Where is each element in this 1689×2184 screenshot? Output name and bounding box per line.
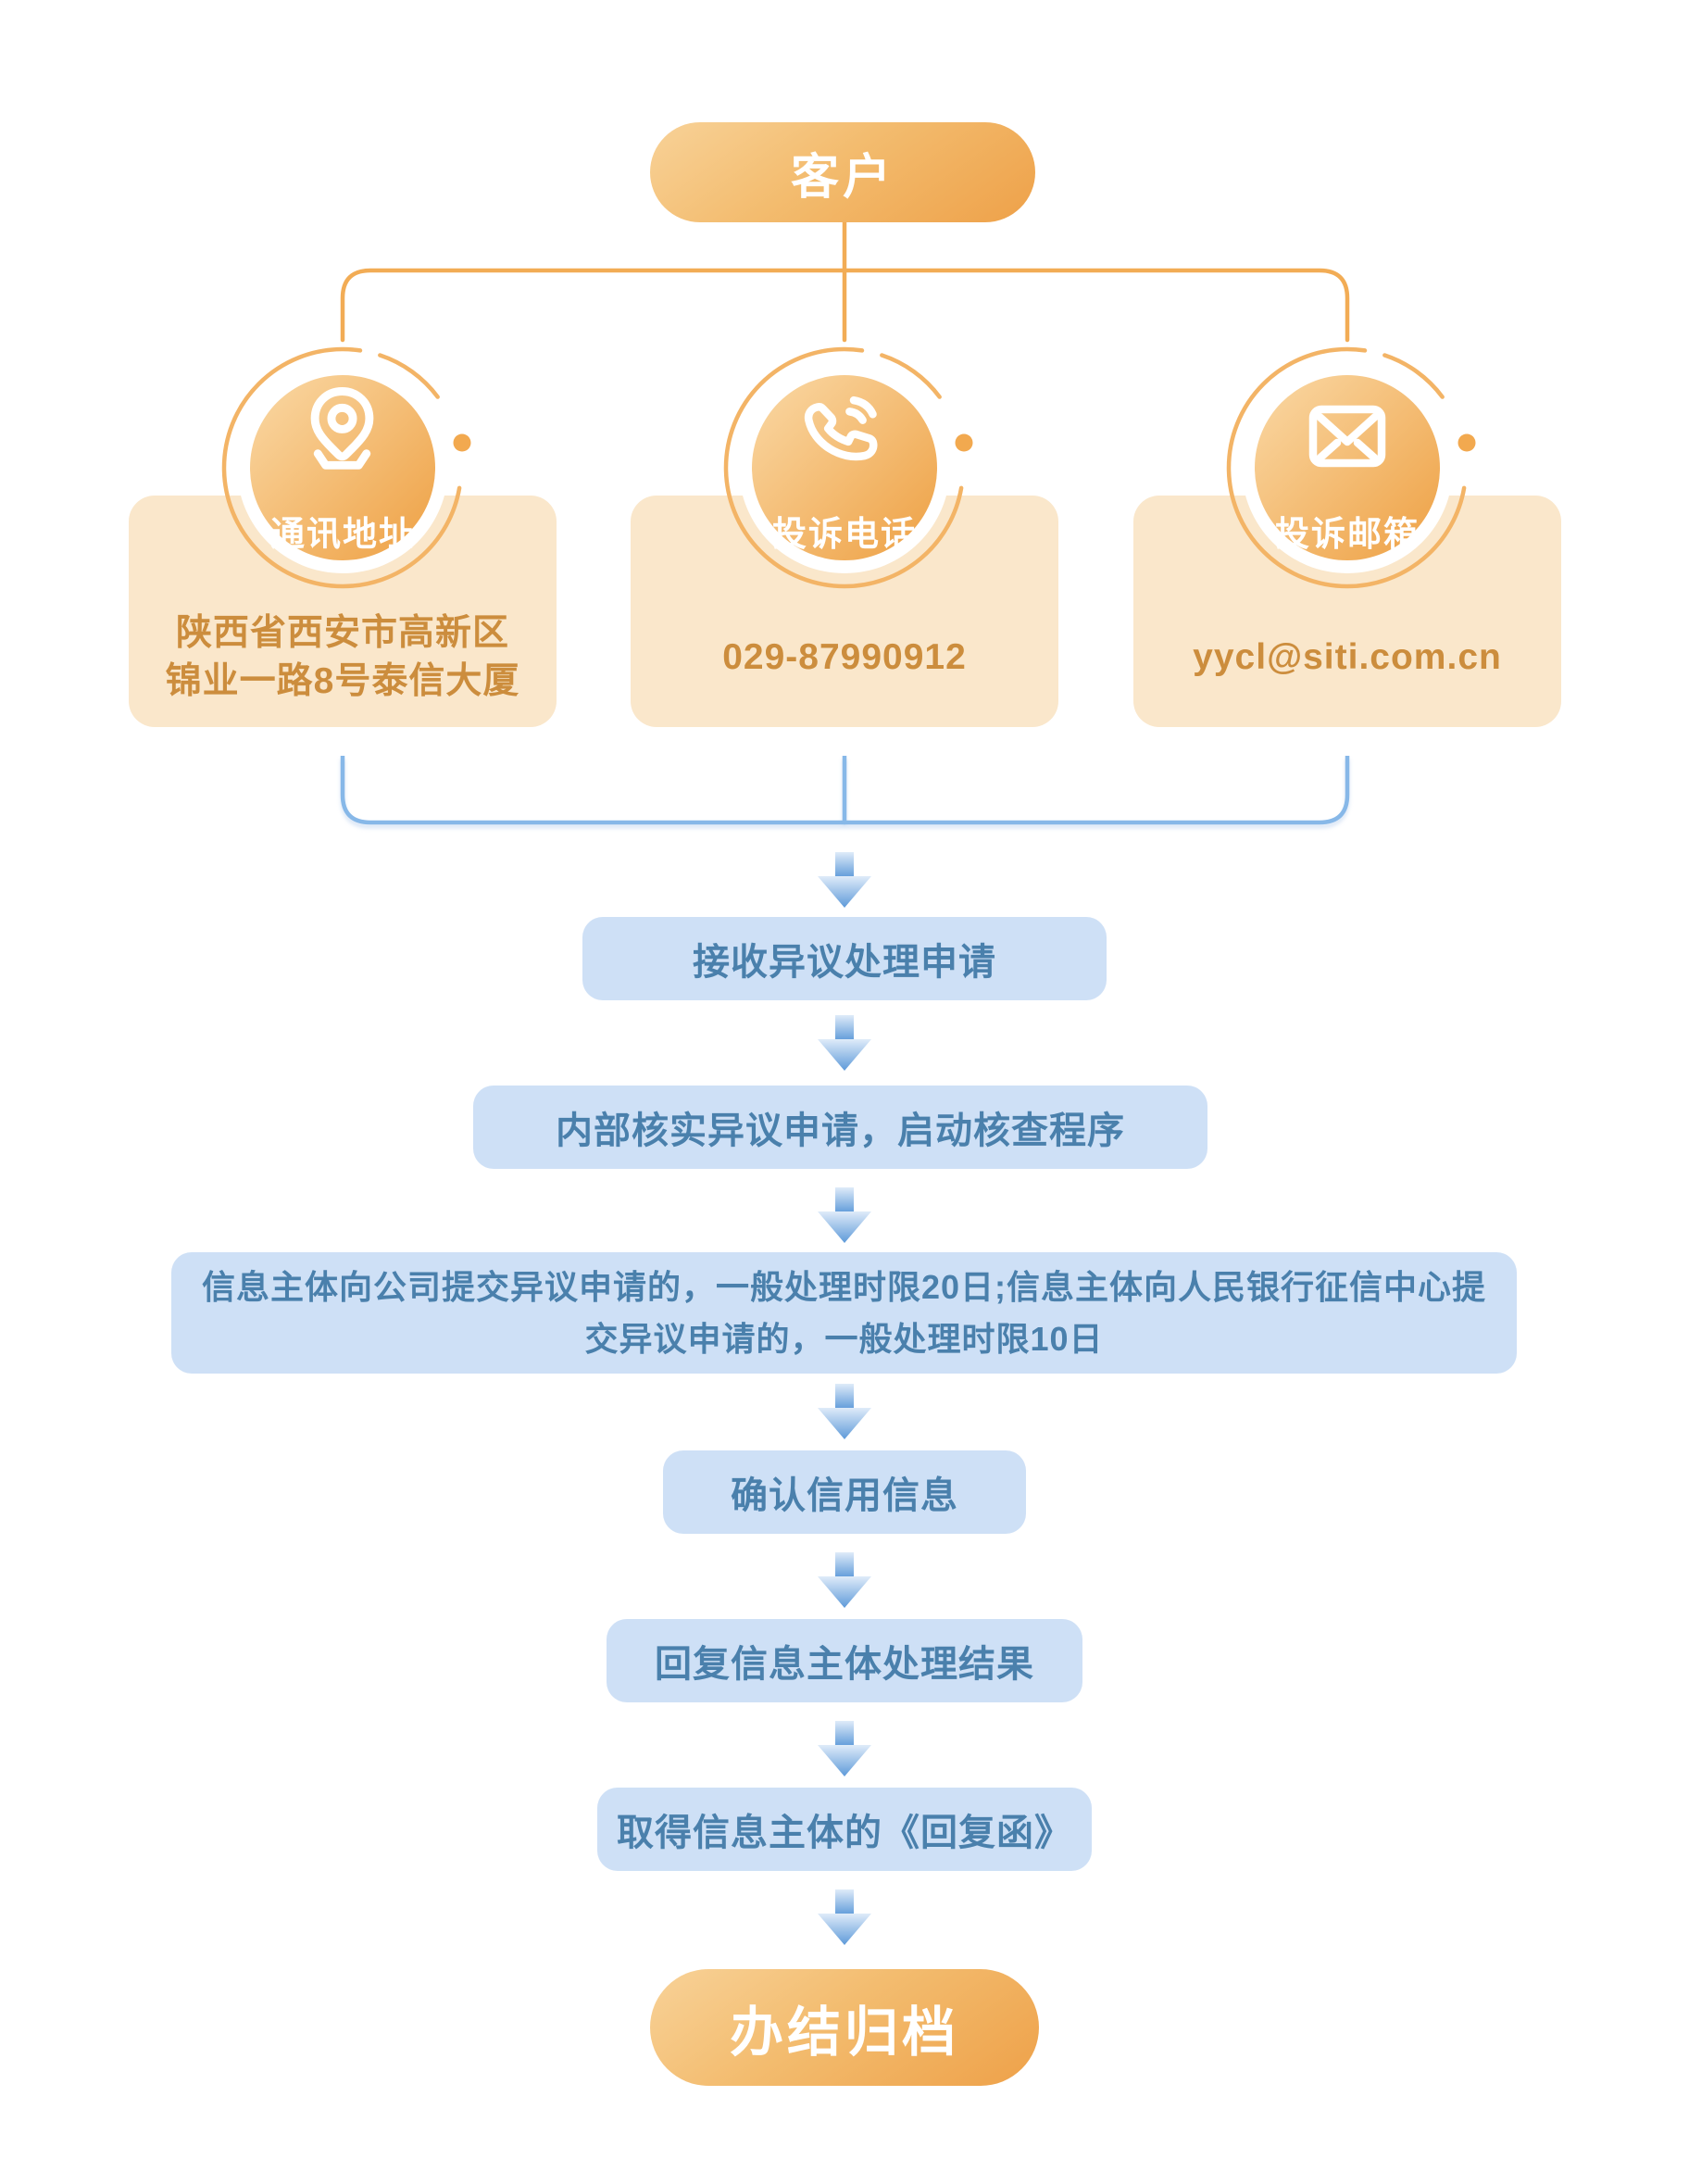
down-arrow-icon: [818, 1552, 871, 1608]
mail-icon: [1308, 405, 1386, 468]
address-line-1: 陕西省西安市高新区: [175, 613, 509, 653]
down-arrow-icon: [818, 1384, 871, 1439]
address-line-2: 锦业一路8号泰信大厦: [165, 661, 520, 701]
channel-label-phone: 投诉电话: [772, 515, 917, 553]
start-node-customer: 客户: [650, 122, 1035, 222]
step-confirm-credit-info: 确认信用信息: [663, 1450, 1026, 1534]
step-label: 接收异议处理申请: [693, 942, 996, 983]
end-node-label: 办结归档: [729, 2002, 959, 2063]
down-arrow-icon: [818, 1889, 871, 1945]
channel-label-address: 通讯地址: [270, 515, 415, 553]
end-node-archive: 办结归档: [650, 1969, 1039, 2086]
email-address: yycl@siti.com.cn: [1193, 637, 1502, 677]
down-arrow-icon: [818, 1187, 871, 1243]
down-arrow-icon: [818, 1015, 871, 1071]
phone-value: 029-87990912: [631, 593, 1058, 722]
start-node-label: 客户: [790, 150, 895, 205]
branch-connector-bottom: [340, 756, 1350, 825]
step-reply-result: 回复信息主体处理结果: [607, 1619, 1082, 1702]
orbit-dot: [453, 433, 471, 452]
orbit-dot: [1458, 433, 1476, 452]
phone-icon: [804, 395, 878, 461]
step-internal-verification: 内部核实异议申请，启动核查程序: [473, 1086, 1207, 1169]
phone-number: 029-87990912: [722, 637, 967, 677]
address-value: 陕西省西安市高新区 锦业一路8号泰信大厦: [129, 593, 557, 722]
down-arrow-icon: [818, 1721, 871, 1776]
step-label: 取得信息主体的《回复函》: [617, 1813, 1072, 1853]
channel-circle-email: [1226, 346, 1476, 589]
email-value: yycl@siti.com.cn: [1133, 593, 1561, 722]
orbit-dot: [955, 433, 973, 452]
step-label: 确认信用信息: [731, 1475, 958, 1516]
step-label: 信息主体向公司提交异议申请的，一般处理时限20日;信息主体向人民银行征信中心提交…: [201, 1267, 1487, 1358]
channel-circle-address: [221, 346, 471, 589]
step-label: 内部核实异议申请，启动核查程序: [556, 1111, 1125, 1151]
step-receive-application: 接收异议处理申请: [582, 917, 1107, 1000]
branch-connector-top: [340, 222, 1350, 343]
channel-circle-phone: [723, 346, 973, 589]
down-arrow-icon: [818, 852, 871, 908]
channel-label-email: 投诉邮箱: [1275, 515, 1420, 553]
step-obtain-reply-letter: 取得信息主体的《回复函》: [597, 1788, 1092, 1871]
location-pin-icon: [310, 387, 374, 470]
step-label: 回复信息主体处理结果: [655, 1644, 1034, 1685]
step-processing-time-limits: 信息主体向公司提交异议申请的，一般处理时限20日;信息主体向人民银行征信中心提交…: [171, 1252, 1517, 1374]
